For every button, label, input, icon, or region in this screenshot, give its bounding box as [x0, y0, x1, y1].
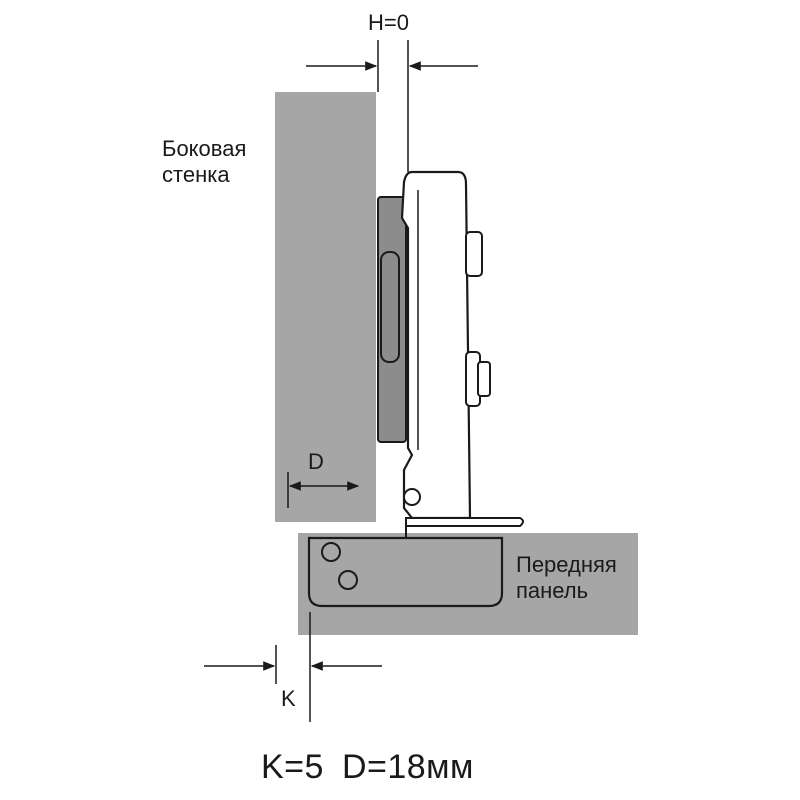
side-wall-label-line1: Боковая [162, 136, 247, 161]
formula-d: D=18мм [341, 748, 474, 786]
k-dimension-label: K [281, 686, 296, 711]
side-wall-panel [275, 92, 376, 522]
side-wall-label-line2: стенка [162, 162, 230, 187]
pivot-pin [403, 488, 421, 506]
formula-k: K=5 [261, 748, 324, 786]
hinge-flange [405, 517, 524, 527]
mounting-plate-slot [380, 251, 400, 363]
cup-screw-hole-1 [321, 542, 341, 562]
adjustment-screw-bottom-head [477, 361, 491, 397]
cup-screw-hole-2 [338, 570, 358, 590]
side-wall-label: Боковая стенка [162, 136, 246, 188]
adjustment-screw-top [465, 231, 483, 277]
h-dimension-label: H=0 [368, 10, 409, 35]
front-panel-label-line1: Передняя [516, 552, 617, 577]
d-dimension-label: D [308, 449, 324, 474]
hinge-cup [307, 536, 504, 608]
front-panel-label: Передняя панель [516, 552, 617, 604]
dimension-formula: K=5 D=18мм [261, 748, 492, 787]
front-panel-label-line2: панель [516, 578, 589, 603]
hinge-arm [400, 170, 472, 520]
